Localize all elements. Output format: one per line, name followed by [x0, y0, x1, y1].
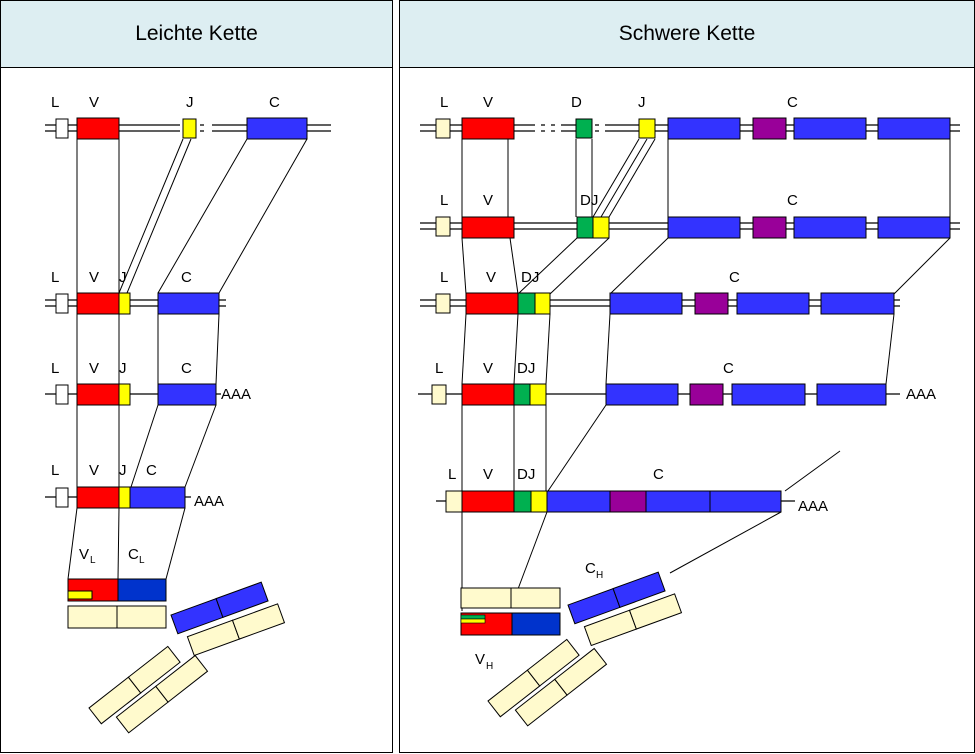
label-j: J — [186, 94, 194, 111]
label-d: D — [571, 94, 582, 111]
poly-a-tail: AAA — [798, 498, 828, 515]
label-v: V — [483, 94, 493, 111]
label-v: V — [483, 466, 493, 483]
light-germline-dna — [45, 117, 331, 140]
heavy-chain-panel: Schwere Kette L V D J C — [399, 0, 975, 753]
light-primary-transcript — [45, 383, 221, 406]
vh-subscript: H — [486, 661, 493, 672]
ch-label: C — [585, 560, 596, 577]
label-c: C — [787, 192, 798, 209]
label-j: J — [119, 269, 127, 286]
label-l: L — [435, 360, 443, 377]
heavy-chain-diagram: L V D J C L V — [418, 94, 960, 727]
leader-segment — [55, 118, 69, 139]
heavy-dj-rearranged — [420, 216, 960, 239]
label-c: C — [146, 462, 157, 479]
label-c: C — [181, 360, 192, 377]
label-v: V — [89, 462, 99, 479]
label-v: V — [483, 192, 493, 209]
label-l: L — [440, 94, 448, 111]
light-chain-diagram: L V J C L V J C — [45, 94, 331, 734]
label-l: L — [51, 94, 59, 111]
label-v: V — [483, 360, 493, 377]
light-chain-fc-region — [88, 645, 209, 734]
light-chain-title: Leichte Kette — [1, 1, 392, 68]
label-c: C — [723, 360, 734, 377]
label-j: J — [119, 360, 127, 377]
label-l: L — [440, 269, 448, 286]
light-chain-heavy-arm — [170, 581, 286, 657]
label-j: J — [119, 462, 127, 479]
light-recombination-lines — [76, 138, 308, 294]
ch-subscript: H — [596, 570, 603, 581]
heavy-mrna — [436, 490, 795, 513]
heavy-germline-dna — [420, 117, 960, 140]
heavy-primary-transcript — [418, 383, 900, 406]
c-segment — [246, 117, 308, 140]
label-l: L — [51, 462, 59, 479]
cl-label: C — [128, 546, 139, 563]
label-l: L — [448, 466, 456, 483]
label-dj: DJ — [517, 360, 535, 377]
heavy-vdj-rearranged — [420, 292, 900, 315]
poly-a-tail: AAA — [194, 493, 224, 510]
j-segment — [182, 118, 197, 139]
label-j: J — [638, 94, 646, 111]
label-c: C — [653, 466, 664, 483]
heavy-chain-title: Schwere Kette — [400, 1, 974, 68]
light-rearranged-dna — [45, 292, 226, 315]
vl-subscript: L — [90, 555, 96, 566]
label-c: C — [729, 269, 740, 286]
label-v: V — [89, 94, 99, 111]
heavy-chain-arm — [567, 571, 683, 647]
label-v: V — [486, 269, 496, 286]
label-c: C — [787, 94, 798, 111]
label-l: L — [51, 269, 59, 286]
heavy-chain-fc-region — [487, 638, 608, 727]
label-dj: DJ — [580, 192, 598, 209]
heavy-chain-protein — [460, 587, 561, 636]
vh-label: V — [475, 651, 485, 668]
light-mrna — [45, 486, 191, 509]
label-v: V — [89, 269, 99, 286]
label-c: C — [181, 269, 192, 286]
label-dj: DJ — [521, 269, 539, 286]
poly-a-tail: AAA — [221, 386, 251, 403]
label-l: L — [440, 192, 448, 209]
vl-label: V — [79, 546, 89, 563]
light-chain-panel: Leichte Kette L V J C — [0, 0, 393, 753]
cl-subscript: L — [139, 555, 145, 566]
light-chain-protein — [67, 578, 167, 629]
poly-a-tail: AAA — [906, 386, 936, 403]
label-l: L — [51, 360, 59, 377]
label-v: V — [89, 360, 99, 377]
v-segment — [76, 117, 120, 140]
label-dj: DJ — [517, 466, 535, 483]
label-c: C — [269, 94, 280, 111]
